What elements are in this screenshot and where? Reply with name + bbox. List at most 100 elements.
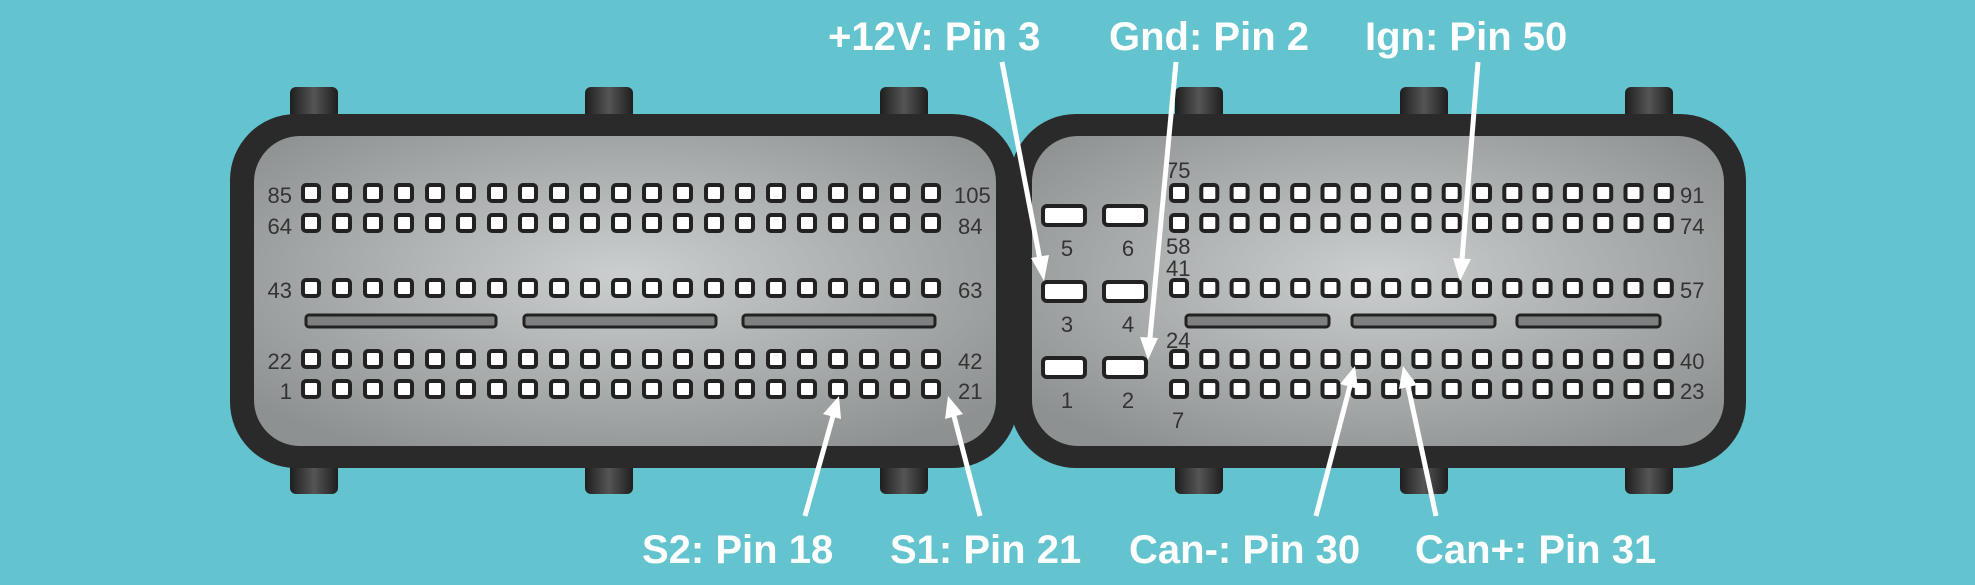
- power-pin-number: 2: [1122, 388, 1134, 413]
- callout-labels: +12V: Pin 3 Gnd: Pin 2 Ign: Pin 50 S2: P…: [642, 15, 1656, 572]
- pin-socket: [1653, 349, 1674, 369]
- row-label: 42: [958, 349, 982, 374]
- pin-socket: [1320, 213, 1341, 233]
- pin-socket: [518, 213, 538, 233]
- pin-socket: [1472, 213, 1492, 233]
- pin-socket: [456, 379, 476, 399]
- pin-socket: [1472, 379, 1492, 399]
- callout-plus12v: +12V: Pin 3: [828, 15, 1040, 59]
- pin-socket: [673, 183, 693, 203]
- pin-socket: [611, 379, 631, 399]
- pin-socket: [1381, 183, 1402, 203]
- pin-socket: [332, 183, 352, 203]
- pin-socket: [704, 183, 724, 203]
- pin-socket: [1411, 379, 1432, 399]
- locking-slot: [1184, 313, 1331, 329]
- pin-socket: [1441, 349, 1462, 369]
- mounting-tab: [290, 462, 338, 494]
- pin-socket: [301, 379, 321, 399]
- pin-socket: [518, 379, 538, 399]
- pin-socket: [1532, 379, 1553, 399]
- pin-socket: [301, 349, 321, 369]
- pin-socket: [1381, 349, 1402, 369]
- pin-socket: [1623, 278, 1644, 298]
- mounting-tab: [1400, 87, 1448, 119]
- pin-socket: [735, 349, 755, 369]
- locking-slot: [304, 313, 498, 329]
- pin-socket: [1532, 278, 1553, 298]
- pin-socket: [1593, 183, 1614, 203]
- pin-socket: [735, 278, 755, 298]
- mounting-tab: [1175, 462, 1223, 494]
- pin-socket: [704, 278, 724, 298]
- pin-socket: [301, 278, 321, 298]
- pin-socket: [766, 183, 786, 203]
- pin-socket: [580, 349, 600, 369]
- pin-socket: [301, 213, 321, 233]
- pin-socket: [394, 349, 414, 369]
- mounting-tabs: [290, 87, 1673, 494]
- power-pin-numbers: 5 6 3 4 1 2: [1061, 236, 1134, 413]
- pin-socket: [1229, 278, 1250, 298]
- pin-socket: [1229, 213, 1250, 233]
- row-label: 85: [268, 183, 292, 208]
- pin-socket: [518, 349, 538, 369]
- left-pin-grid: [301, 183, 941, 399]
- pin-socket: [673, 349, 693, 369]
- arrow-can-minus: [1313, 366, 1358, 517]
- pin-socket: [487, 379, 507, 399]
- power-pin-6: [1102, 204, 1148, 227]
- pin-socket: [735, 213, 755, 233]
- pin-socket: [1441, 379, 1462, 399]
- row-label: 64: [268, 214, 292, 239]
- row-label: 74: [1680, 214, 1704, 239]
- pin-socket: [1169, 213, 1189, 233]
- pin-socket: [890, 349, 910, 369]
- arrow-can-plus: [1399, 366, 1439, 517]
- right-slots: [1184, 313, 1662, 329]
- pin-socket: [1199, 213, 1220, 233]
- callout-s1: S1: Pin 21: [890, 528, 1081, 572]
- pin-socket: [518, 278, 538, 298]
- pin-socket: [766, 278, 786, 298]
- arrow-gnd: [1140, 61, 1179, 360]
- power-pin-5: [1041, 204, 1087, 227]
- locking-slot: [522, 313, 718, 329]
- row-label: 1: [280, 379, 292, 404]
- pin-socket: [1229, 183, 1250, 203]
- mounting-tab: [1625, 462, 1673, 494]
- pin-socket: [1562, 349, 1583, 369]
- pin-socket: [890, 183, 910, 203]
- pin-socket: [1290, 379, 1311, 399]
- callout-can-plus: Can+: Pin 31: [1415, 528, 1656, 572]
- callout-gnd: Gnd: Pin 2: [1109, 15, 1309, 59]
- pin-socket: [1653, 183, 1674, 203]
- pin-socket: [1532, 213, 1553, 233]
- arrow-plus12v: [999, 61, 1049, 281]
- pin-socket: [1169, 349, 1189, 369]
- row-label: 105: [954, 183, 991, 208]
- pin-socket: [890, 278, 910, 298]
- pin-socket: [456, 349, 476, 369]
- pin-socket: [580, 183, 600, 203]
- pin-socket: [1259, 349, 1280, 369]
- pin-socket: [549, 213, 569, 233]
- row-label: 22: [268, 349, 292, 374]
- pin-socket: [1169, 183, 1189, 203]
- pin-socket: [1350, 349, 1371, 369]
- left-slots: [304, 313, 937, 329]
- row-label: 63: [958, 278, 982, 303]
- pin-socket: [1593, 349, 1614, 369]
- callout-s2: S2: Pin 18: [642, 528, 833, 572]
- row-label: 75: [1166, 158, 1190, 183]
- pin-socket: [425, 379, 445, 399]
- pin-socket: [642, 278, 662, 298]
- pin-socket: [580, 278, 600, 298]
- pin-socket: [1411, 183, 1432, 203]
- pin-socket: [394, 278, 414, 298]
- pin-socket: [797, 379, 817, 399]
- pin-socket: [704, 349, 724, 369]
- pin-socket: [1623, 379, 1644, 399]
- pin-socket: [859, 183, 879, 203]
- pin-socket: [518, 183, 538, 203]
